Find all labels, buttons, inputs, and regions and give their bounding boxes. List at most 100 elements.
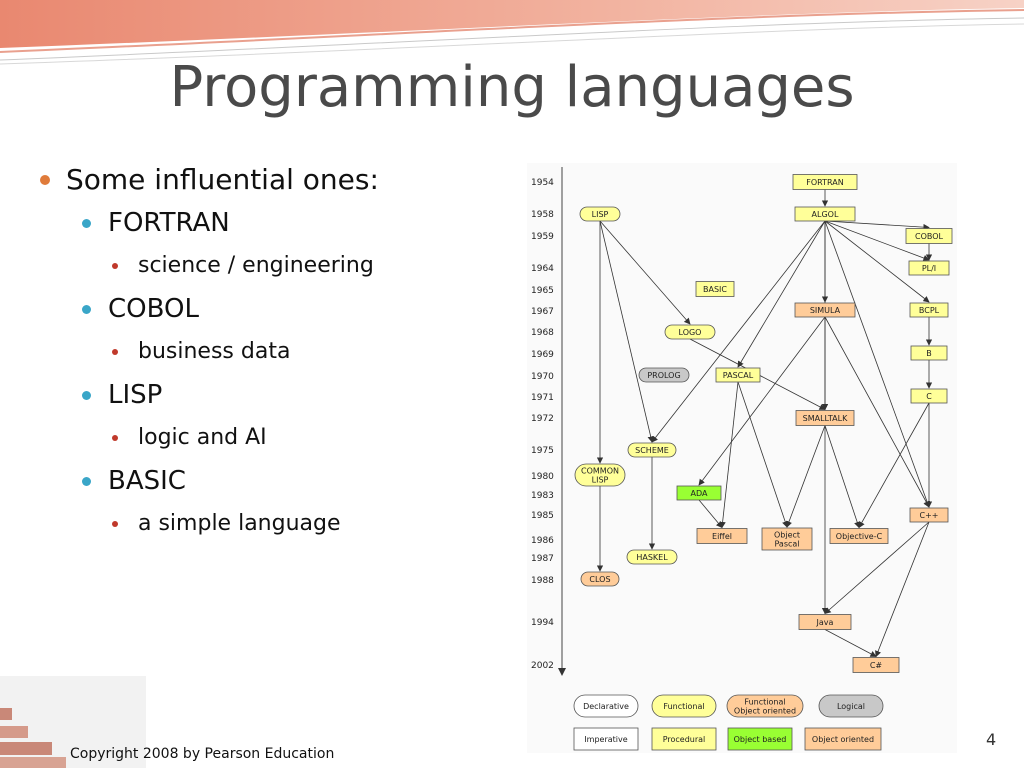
node-label: SIMULA xyxy=(810,306,841,315)
year-label: 1986 xyxy=(531,536,554,546)
node-label: COMMON xyxy=(581,467,619,476)
node-label: PL/I xyxy=(922,264,936,273)
node-shape xyxy=(905,228,953,244)
year-label: 1970 xyxy=(531,372,554,382)
legend-item: Declarative xyxy=(573,694,639,718)
edge-pascal-objpascal xyxy=(737,381,789,528)
node-c: C xyxy=(910,388,948,404)
node-label: ALGOL xyxy=(812,210,839,219)
edge-ada-eiffel xyxy=(698,499,723,529)
node-java: Java xyxy=(798,614,852,630)
node-shape xyxy=(676,485,722,501)
node-shape xyxy=(910,345,948,361)
year-label: 1958 xyxy=(531,210,554,220)
node-b: B xyxy=(910,345,948,361)
edge-pascal-eiffel xyxy=(719,381,739,529)
node-ada: ADA xyxy=(676,485,722,501)
bullet-item-label: BASIC xyxy=(108,466,186,496)
bullet-item-fortran: FORTRAN xyxy=(36,202,526,244)
edge-smalltalk-objpascal xyxy=(785,425,826,528)
year-label: 1980 xyxy=(531,472,554,482)
bullet-dot-icon xyxy=(112,435,118,441)
legend-label: Functional xyxy=(663,702,704,711)
year-label: 1987 xyxy=(531,554,554,564)
node-shape xyxy=(909,507,949,523)
header-swoosh xyxy=(0,0,1024,65)
node-pli: PL/I xyxy=(908,260,950,276)
legend-label: Declarative xyxy=(583,702,629,711)
legend-item: Object oriented xyxy=(804,727,882,751)
legend-item: Functional xyxy=(651,694,717,718)
node-shape xyxy=(795,410,855,426)
node-shape xyxy=(761,527,813,551)
legend-swatch xyxy=(804,727,882,751)
node-shape xyxy=(579,206,621,222)
year-label: 1968 xyxy=(531,328,554,338)
node-label: LISP xyxy=(592,476,609,485)
node-label: Pascal xyxy=(774,540,799,549)
bullet-dot-icon xyxy=(82,477,91,486)
bullet-item-label: LISP xyxy=(108,380,163,410)
page-number: 4 xyxy=(986,730,997,749)
copyright-footer: Copyright 2008 by Pearson Education xyxy=(70,746,335,762)
bullet-sub-label: business data xyxy=(138,339,291,364)
edge-algol-pascal xyxy=(737,220,826,368)
edge-simula-cpp xyxy=(824,316,930,508)
node-label: ADA xyxy=(691,489,708,498)
bullet-dot-icon xyxy=(82,305,91,314)
node-label: BASIC xyxy=(703,285,727,294)
bullet-list: Some influential ones: FORTRAN science /… xyxy=(36,158,526,546)
node-eiffel: Eiffel xyxy=(696,528,748,544)
node-shape xyxy=(574,463,626,487)
bullet-dot-icon xyxy=(82,219,91,228)
year-label: 1983 xyxy=(531,491,554,501)
bullet-sub-fortran: science / engineering xyxy=(36,244,526,288)
edge-cpp-java xyxy=(824,521,930,615)
node-shape xyxy=(909,302,949,318)
bullet-item-basic: BASIC xyxy=(36,460,526,502)
node-shape xyxy=(626,549,678,565)
node-label: SMALLTALK xyxy=(803,414,848,423)
slide-title: Programming languages xyxy=(169,55,855,120)
node-haskell: HASKEL xyxy=(626,549,678,565)
node-shape xyxy=(829,528,889,544)
legend-label: Procedural xyxy=(663,735,706,744)
node-shape xyxy=(580,571,620,587)
year-label: 1971 xyxy=(531,393,554,403)
edge-smalltalk-objc xyxy=(824,425,861,529)
year-label: 1964 xyxy=(531,264,554,274)
node-simula: SIMULA xyxy=(794,302,856,318)
node-label: PROLOG xyxy=(647,371,680,380)
year-label: 1965 xyxy=(531,286,554,296)
bullet-sub-label: a simple language xyxy=(138,511,341,536)
edge-algol-scheme xyxy=(651,220,826,443)
bullet-main-text: Some influential ones: xyxy=(66,163,379,196)
edge-algol-cpp xyxy=(824,220,931,508)
node-label: C++ xyxy=(920,511,939,520)
bullet-dot-icon xyxy=(82,391,91,400)
bullet-dot-icon xyxy=(40,175,50,185)
year-label: 1988 xyxy=(531,576,554,586)
edge-lisp-logo xyxy=(599,220,691,325)
bullet-item-label: COBOL xyxy=(108,294,199,324)
node-shape xyxy=(627,442,677,458)
node-shape xyxy=(715,367,761,383)
node-scheme: SCHEME xyxy=(627,442,677,458)
node-logo: LOGO xyxy=(664,324,716,340)
edge-simula-ada xyxy=(698,316,826,486)
legend-label: Functional xyxy=(744,698,785,707)
node-objc: Objective-C xyxy=(829,528,889,544)
bullet-dot-icon xyxy=(112,263,118,269)
node-label: SCHEME xyxy=(635,446,669,455)
node-shape xyxy=(696,528,748,544)
node-label: B xyxy=(926,349,932,358)
node-lisp: LISP xyxy=(579,206,621,222)
legend-label: Imperative xyxy=(584,735,627,744)
node-smalltalk: SMALLTALK xyxy=(795,410,855,426)
edge-lisp-scheme xyxy=(599,220,654,443)
node-label: FORTRAN xyxy=(806,178,843,187)
edge-algol-bcpl xyxy=(824,220,930,303)
